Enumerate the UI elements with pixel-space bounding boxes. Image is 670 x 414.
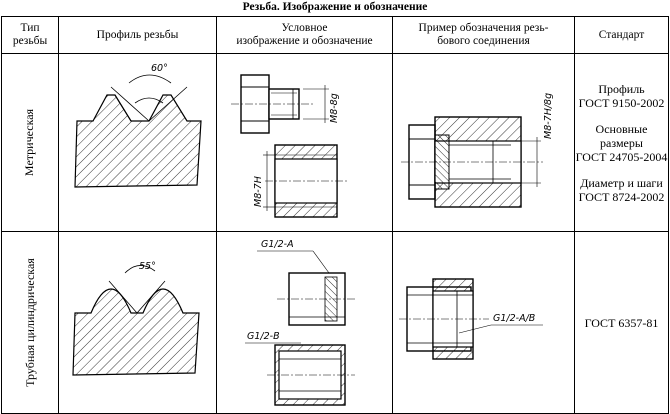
profile-cell: 55° xyxy=(58,231,217,414)
pipe-profile-drawing: 55° xyxy=(72,261,200,376)
ext-designation: M8-8g xyxy=(329,93,340,123)
header-standard: Стандарт xyxy=(574,16,669,54)
pipe-conventional-drawing: G1/2-A G1/2-B xyxy=(245,239,355,406)
metric-connection-drawing: M8-7H/8g xyxy=(401,92,554,208)
thread-type-cell: Метрическая xyxy=(1,53,59,232)
conventional-cell: M8-8g M8-7H xyxy=(216,53,393,232)
page-title: Резьба. Изображение и обозначение xyxy=(242,1,428,13)
metric-profile-drawing: 60° xyxy=(74,63,202,188)
metric-conventional-drawing: M8-8g M8-7H xyxy=(231,73,349,218)
angle-label: 55° xyxy=(139,261,156,272)
profile-cell: 60° xyxy=(58,53,217,232)
thread-type-label: Трубная цилиндрическая xyxy=(22,258,37,387)
int-designation: M8-7H xyxy=(253,176,264,207)
ext-designation: G1/2-A xyxy=(261,239,294,250)
header-example: Пример обозначения резь-бового соединени… xyxy=(392,16,575,54)
standard-cell: ГОСТ 6357-81 xyxy=(574,231,669,414)
standard-pipe: ГОСТ 6357-81 xyxy=(584,315,659,330)
header-profile: Профиль резьбы xyxy=(58,16,217,54)
table-row: Метрическая 60° xyxy=(1,53,669,232)
thread-type-label: Метрическая xyxy=(22,108,37,177)
int-designation: G1/2-B xyxy=(247,331,280,342)
thread-type-cell: Трубная цилиндрическая xyxy=(1,231,59,414)
conventional-cell: G1/2-A G1/2-B xyxy=(216,231,393,414)
table-row: Трубная цилиндрическая 55° G1/2-A G1/2-B xyxy=(1,231,669,414)
connection-designation: M8-7H/8g xyxy=(543,92,554,138)
example-cell: G1/2-A/B xyxy=(392,231,575,414)
pipe-connection-drawing: G1/2-A/B xyxy=(399,277,543,360)
example-cell: M8-7H/8g xyxy=(392,53,575,232)
angle-label: 60° xyxy=(151,63,168,74)
connection-designation: G1/2-A/B xyxy=(493,313,535,324)
